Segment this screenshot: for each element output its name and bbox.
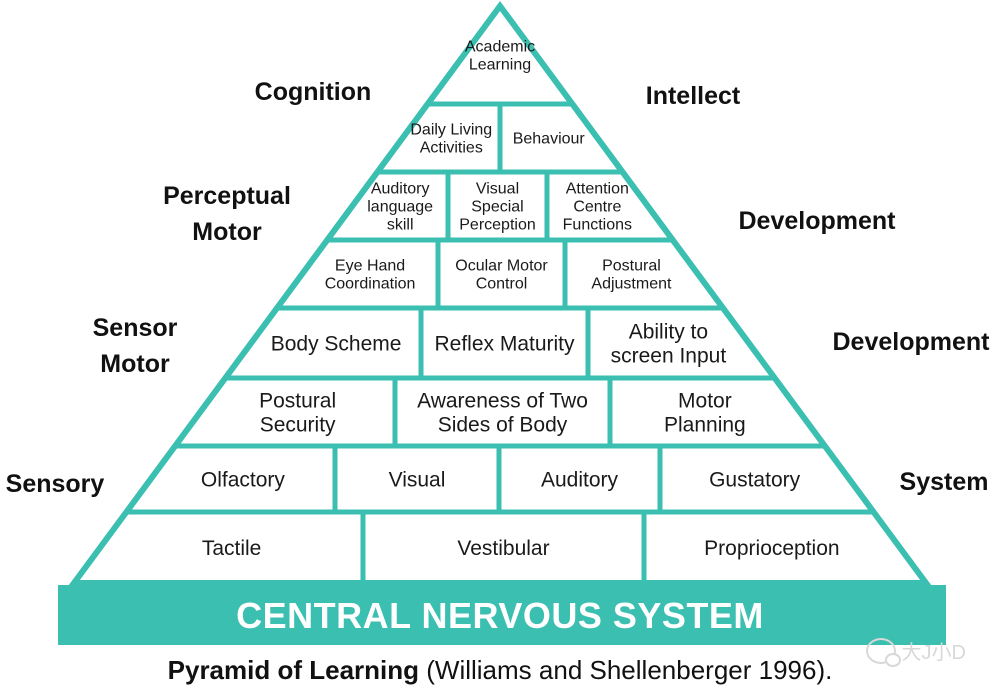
caption: Pyramid of Learning (Williams and Shelle… [0, 655, 1000, 686]
chat-bubble-icon [865, 637, 901, 667]
pyramid-cell: Auditory [541, 468, 619, 491]
pyramid-cell: Behaviour [513, 131, 586, 148]
right-side-label: System [900, 468, 989, 496]
pyramid-cell: Reflex Maturity [434, 332, 575, 355]
base-bar [58, 585, 946, 645]
pyramid-cell: Vestibular [457, 537, 549, 560]
pyramid-cell: Proprioception [704, 537, 839, 560]
pyramid-cell: Olfactory [201, 468, 286, 491]
left-side-label: Sensory [6, 470, 105, 498]
right-side-label: Development [739, 207, 897, 235]
right-side-label: Development [833, 328, 991, 356]
watermark: 大J小D [865, 636, 966, 667]
caption-title: Pyramid of Learning [167, 655, 420, 685]
central-nervous-system-base: CENTRAL NERVOUS SYSTEM [58, 585, 946, 645]
base-label: CENTRAL NERVOUS SYSTEM [236, 595, 764, 636]
left-side-label: Cognition [255, 78, 372, 106]
pyramid-cell: Body Scheme [271, 332, 402, 355]
pyramid-outline [68, 0, 932, 586]
caption-citation: (Williams and Shellenberger 1996). [419, 655, 833, 685]
pyramid-cell: Visual [389, 468, 446, 491]
pyramid-cell: Gustatory [709, 468, 801, 491]
watermark-text: 大J小D [901, 642, 966, 664]
right-side-label: Intellect [646, 82, 741, 110]
pyramid-cell: Tactile [202, 537, 262, 560]
